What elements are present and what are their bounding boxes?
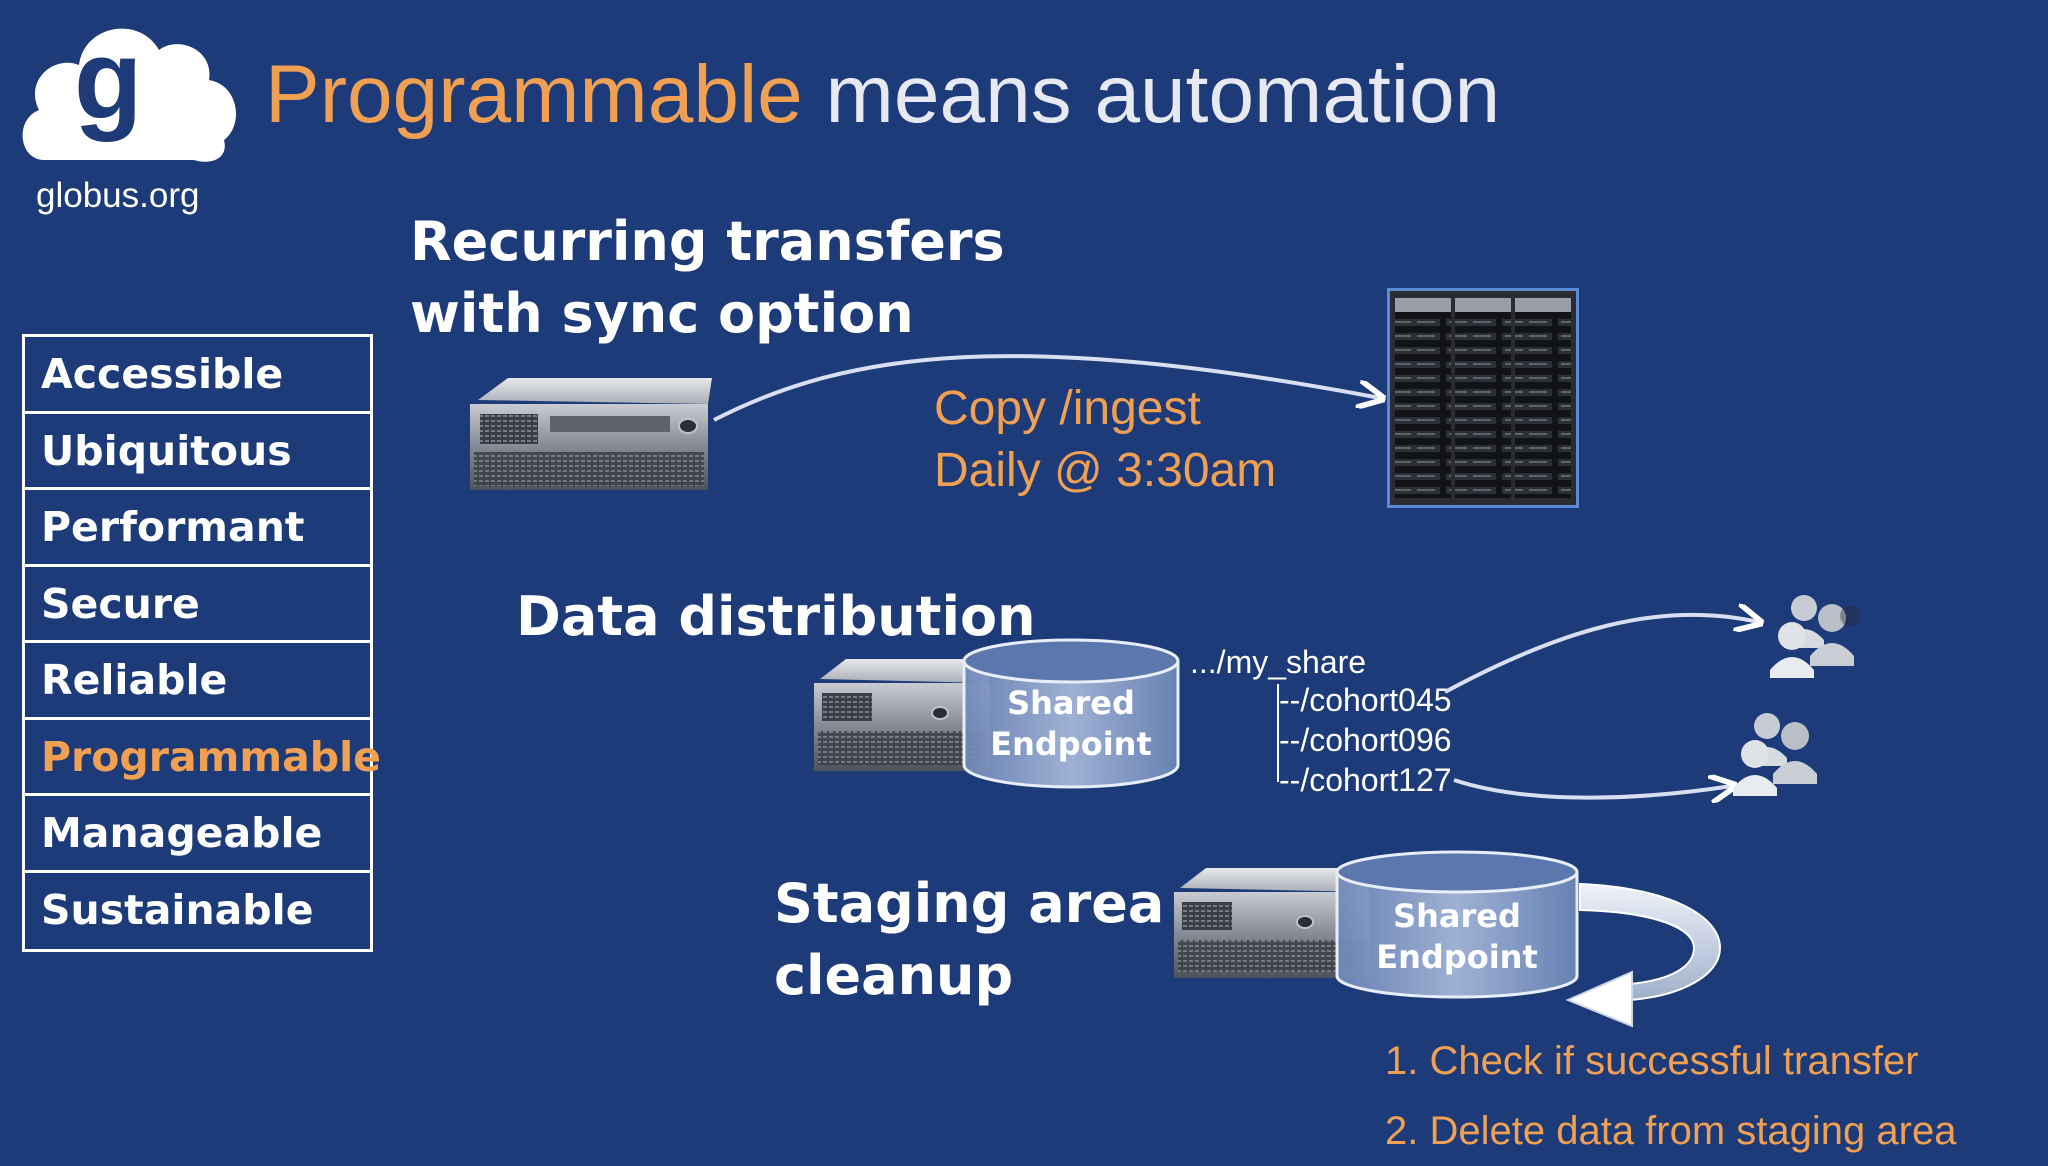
share-root-path: .../my_share [1190, 644, 1367, 680]
subpath-cohort096: --/cohort096 [1279, 722, 1452, 758]
svg-text:g: g [74, 17, 142, 142]
tree-connector [1277, 684, 1279, 782]
staging-step2: 2. Delete data from staging area [1385, 1109, 1957, 1153]
recurring-note-line2: Daily @ 3:30am [934, 444, 1277, 497]
staging-steps: 1. Check if successful transfer 2. Delet… [1385, 1026, 1956, 1166]
subpath-cohort045: --/cohort045 [1279, 682, 1452, 718]
sync-transfer-arrow [713, 354, 1400, 422]
distribution-endpoint-line2: Endpoint [990, 725, 1152, 763]
distribution-endpoint-cylinder: Shared Endpoint [961, 637, 1181, 792]
site-url[interactable]: globus.org [36, 176, 200, 215]
title-highlight: Programmable [265, 49, 803, 140]
staging-heading-line1: Staging area [774, 872, 1165, 935]
staging-endpoint-label: Shared Endpoint [1334, 896, 1580, 978]
staging-heading: Staging area cleanup [774, 868, 1164, 1012]
distribution-endpoint-line1: Shared [1007, 684, 1135, 722]
share-subpaths: --/cohort045 --/cohort096 --/cohort127 [1279, 680, 1452, 800]
recurring-heading: Recurring transfers with sync option [410, 206, 1005, 350]
database-cylinder-icon [1335, 850, 1579, 999]
recurring-note: Copy /ingest Daily @ 3:30am [934, 378, 1276, 502]
staging-endpoint-line1: Shared [1393, 897, 1521, 935]
title-rest: means automation [802, 49, 1501, 140]
server-rack-icon [1387, 288, 1579, 508]
database-cylinder-icon [962, 638, 1180, 789]
distribution-arrows [1444, 600, 1780, 810]
staging-step1: 1. Check if successful transfer [1385, 1039, 1919, 1083]
feature-item-sustainable: Sustainable [41, 885, 314, 934]
recurring-note-line1: Copy /ingest [934, 382, 1201, 435]
staging-heading-line2: cleanup [774, 944, 1014, 1007]
slide-title: Programmable means automation [265, 49, 1501, 140]
source-server-icon [470, 378, 712, 490]
recurring-heading-line1: Recurring transfers [410, 210, 1005, 273]
user-group-icon [1770, 595, 1860, 678]
svg-text:®: ® [222, 91, 231, 105]
cycle-arrow-icon [1565, 882, 1722, 1028]
distribution-heading: Data distribution [516, 585, 1036, 648]
feature-list: Accessible Ubiquitous Performant Secure … [22, 334, 381, 952]
user-group-icon [1733, 713, 1817, 796]
feature-item-accessible: Accessible [25, 337, 370, 414]
distribution-server-icon [814, 659, 990, 771]
feature-item-reliable: Reliable [25, 643, 370, 720]
staging-endpoint-line2: Endpoint [1376, 938, 1538, 976]
distribution-endpoint-label: Shared Endpoint [961, 683, 1181, 765]
recurring-heading-line2: with sync option [410, 282, 914, 345]
staging-endpoint-cylinder: Shared Endpoint [1334, 850, 1580, 1002]
feature-item-programmable: Programmable [25, 720, 381, 796]
globus-cloud-logo[interactable]: g ® [14, 10, 244, 170]
feature-item-manageable: Manageable [25, 796, 370, 873]
feature-item-ubiquitous: Ubiquitous [25, 414, 370, 490]
feature-item-performant: Performant [25, 490, 370, 567]
subpath-cohort127: --/cohort127 [1279, 762, 1452, 798]
feature-item-secure: Secure [25, 567, 370, 643]
